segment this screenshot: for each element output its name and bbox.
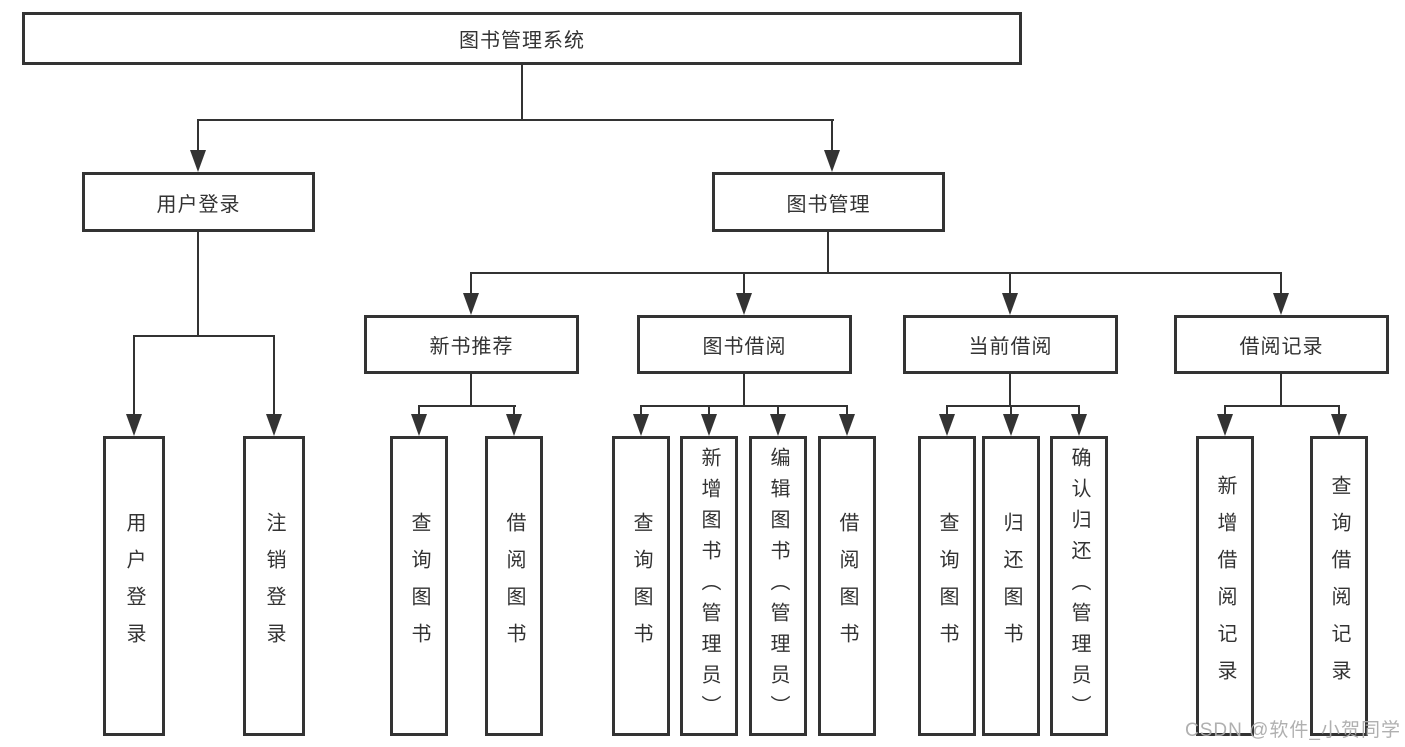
arrow-down-icon xyxy=(190,150,206,172)
node-label: 查询图书 xyxy=(936,512,958,660)
connector-line xyxy=(1224,405,1340,407)
connector-line xyxy=(1338,405,1340,417)
watermark: CSDN @软件_小贺同学 xyxy=(1185,720,1401,741)
leaf-query-books-recommend: 查询图书 xyxy=(390,436,448,736)
connector-line xyxy=(1009,272,1011,296)
connector-line xyxy=(743,374,745,406)
arrow-down-icon xyxy=(411,414,427,436)
connector-line xyxy=(273,335,275,417)
connector-line xyxy=(640,405,848,407)
arrow-down-icon xyxy=(1273,293,1289,315)
node-label: 借阅图书 xyxy=(503,512,525,660)
connector-line xyxy=(1280,272,1282,296)
arrow-down-icon xyxy=(701,414,717,436)
node-book-borrowing: 图书借阅 xyxy=(637,315,852,374)
node-label: 借阅图书 xyxy=(836,512,858,660)
node-current-borrowing: 当前借阅 xyxy=(903,315,1118,374)
connector-line xyxy=(777,405,779,417)
leaf-add-books-admin: 新增图书（管理员） xyxy=(680,436,738,736)
connector-line xyxy=(946,405,1080,407)
connector-line xyxy=(470,272,1282,274)
node-user-login: 用户登录 xyxy=(82,172,315,232)
node-label: 归还图书 xyxy=(1000,512,1022,660)
connector-line xyxy=(521,65,523,120)
node-label: 查询图书 xyxy=(408,512,430,660)
node-label: 图书管理 xyxy=(786,193,871,216)
arrow-down-icon xyxy=(506,414,522,436)
arrow-down-icon xyxy=(824,150,840,172)
connector-line xyxy=(470,272,472,296)
arrow-down-icon xyxy=(463,293,479,315)
connector-line xyxy=(197,232,199,336)
connector-line xyxy=(831,119,833,153)
connector-line xyxy=(708,405,710,417)
arrow-down-icon xyxy=(1217,414,1233,436)
leaf-return-books: 归还图书 xyxy=(982,436,1040,736)
connector-line xyxy=(1280,374,1282,406)
leaf-logout: 注销登录 xyxy=(243,436,305,736)
node-label: 确认归还（管理员） xyxy=(1068,446,1090,726)
connector-line xyxy=(743,272,745,296)
connector-line xyxy=(1009,374,1011,406)
node-new-book-recommend: 新书推荐 xyxy=(364,315,579,374)
leaf-query-borrow-record: 查询借阅记录 xyxy=(1310,436,1368,736)
connector-line xyxy=(133,335,275,337)
node-label: 图书管理系统 xyxy=(459,30,585,52)
node-label: 用户登录 xyxy=(123,512,145,660)
node-label: 新增图书（管理员） xyxy=(698,446,720,726)
node-label: 查询借阅记录 xyxy=(1328,475,1350,697)
leaf-borrow-books: 借阅图书 xyxy=(818,436,876,736)
connector-line xyxy=(513,405,515,417)
arrow-down-icon xyxy=(633,414,649,436)
connector-line xyxy=(197,119,834,121)
arrow-down-icon xyxy=(266,414,282,436)
node-label: 当前借阅 xyxy=(968,336,1053,358)
node-label: 新增借阅记录 xyxy=(1214,475,1236,697)
node-label: 借阅记录 xyxy=(1239,336,1324,358)
connector-line xyxy=(640,405,642,417)
connector-line xyxy=(470,374,472,406)
arrow-down-icon xyxy=(939,414,955,436)
connector-line xyxy=(1224,405,1226,417)
node-library-management-system: 图书管理系统 xyxy=(22,12,1022,65)
connector-line xyxy=(1078,405,1080,417)
leaf-query-books-current: 查询图书 xyxy=(918,436,976,736)
arrow-down-icon xyxy=(126,414,142,436)
leaf-add-borrow-record: 新增借阅记录 xyxy=(1196,436,1254,736)
arrow-down-icon xyxy=(1003,414,1019,436)
arrow-down-icon xyxy=(839,414,855,436)
connector-line xyxy=(1010,405,1012,417)
arrow-down-icon xyxy=(1002,293,1018,315)
arrow-down-icon xyxy=(736,293,752,315)
node-borrowing-records: 借阅记录 xyxy=(1174,315,1389,374)
connector-line xyxy=(846,405,848,417)
node-label: 注销登录 xyxy=(263,512,285,660)
node-label: 用户登录 xyxy=(156,193,241,216)
connector-line xyxy=(827,232,829,273)
node-label: 图书借阅 xyxy=(702,336,787,358)
arrow-down-icon xyxy=(1071,414,1087,436)
leaf-query-books-borrow: 查询图书 xyxy=(612,436,670,736)
connector-line xyxy=(197,119,199,153)
node-label: 新书推荐 xyxy=(429,336,514,358)
arrow-down-icon xyxy=(1331,414,1347,436)
node-label: 编辑图书（管理员） xyxy=(767,446,789,726)
leaf-edit-books-admin: 编辑图书（管理员） xyxy=(749,436,807,736)
arrow-down-icon xyxy=(770,414,786,436)
node-book-management: 图书管理 xyxy=(712,172,945,232)
node-label: 查询图书 xyxy=(630,512,652,660)
leaf-confirm-return-admin: 确认归还（管理员） xyxy=(1050,436,1108,736)
leaf-user-login: 用户登录 xyxy=(103,436,165,736)
leaf-borrow-books-recommend: 借阅图书 xyxy=(485,436,543,736)
connector-line xyxy=(946,405,948,417)
connector-line xyxy=(418,405,420,417)
connector-line xyxy=(418,405,516,407)
connector-line xyxy=(133,335,135,417)
